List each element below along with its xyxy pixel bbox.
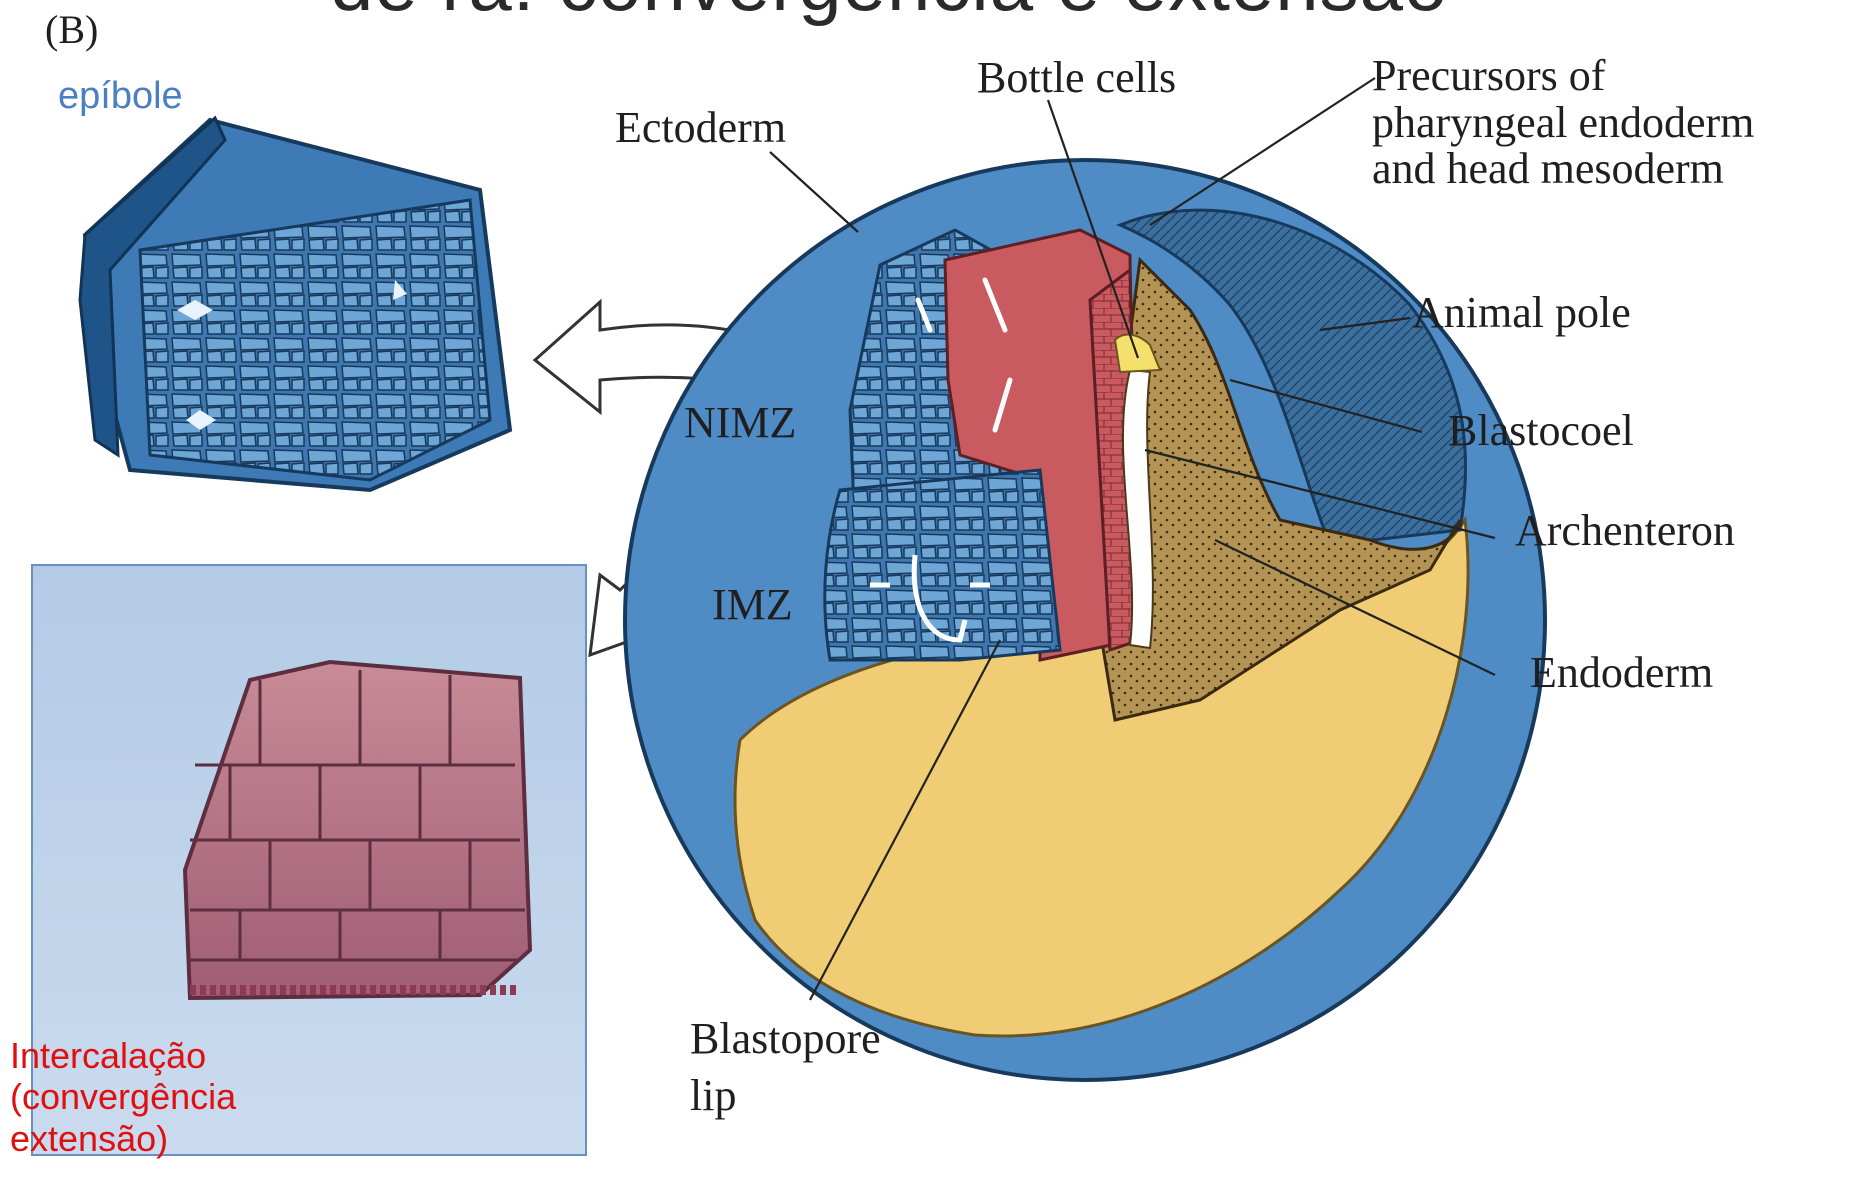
precursors-line-2: pharyngeal endoderm — [1372, 100, 1754, 147]
blastopore-line-2: lip — [690, 1067, 881, 1124]
page-title: de rã: convergência e extensão — [330, 0, 1448, 29]
precursors-line-3: and head mesoderm — [1372, 146, 1754, 193]
imz-tissue — [825, 470, 1060, 660]
panel-label: (B) — [45, 6, 98, 53]
intercalation-line-2: (convergência — [10, 1076, 236, 1117]
animal-pole-label: Animal pole — [1412, 290, 1631, 337]
precursors-label: Precursors of pharyngeal endoderm and he… — [1372, 53, 1754, 193]
blastocoel-label: Blastocoel — [1448, 408, 1634, 455]
intercalation-line-3: extensão) — [10, 1118, 236, 1159]
epiboly-cell-block — [80, 118, 510, 490]
blastopore-line-1: Blastopore — [690, 1010, 881, 1067]
nimz-label: NIMZ — [684, 400, 796, 447]
endoderm-label: Endoderm — [1530, 650, 1713, 697]
ectoderm-label: Ectoderm — [615, 105, 786, 152]
epibole-label: epíbole — [58, 75, 183, 118]
archenteron-label: Archenteron — [1515, 508, 1735, 555]
ectoderm-leader — [770, 152, 858, 232]
intercalation-label: Intercalação (convergência extensão) — [10, 1035, 236, 1159]
precursors-line-1: Precursors of — [1372, 53, 1754, 100]
intercalation-line-1: Intercalação — [10, 1035, 236, 1076]
imz-label: IMZ — [712, 582, 793, 629]
blastopore-lip-label: Blastopore lip — [690, 1010, 881, 1124]
bottle-cells-label: Bottle cells — [977, 55, 1176, 102]
